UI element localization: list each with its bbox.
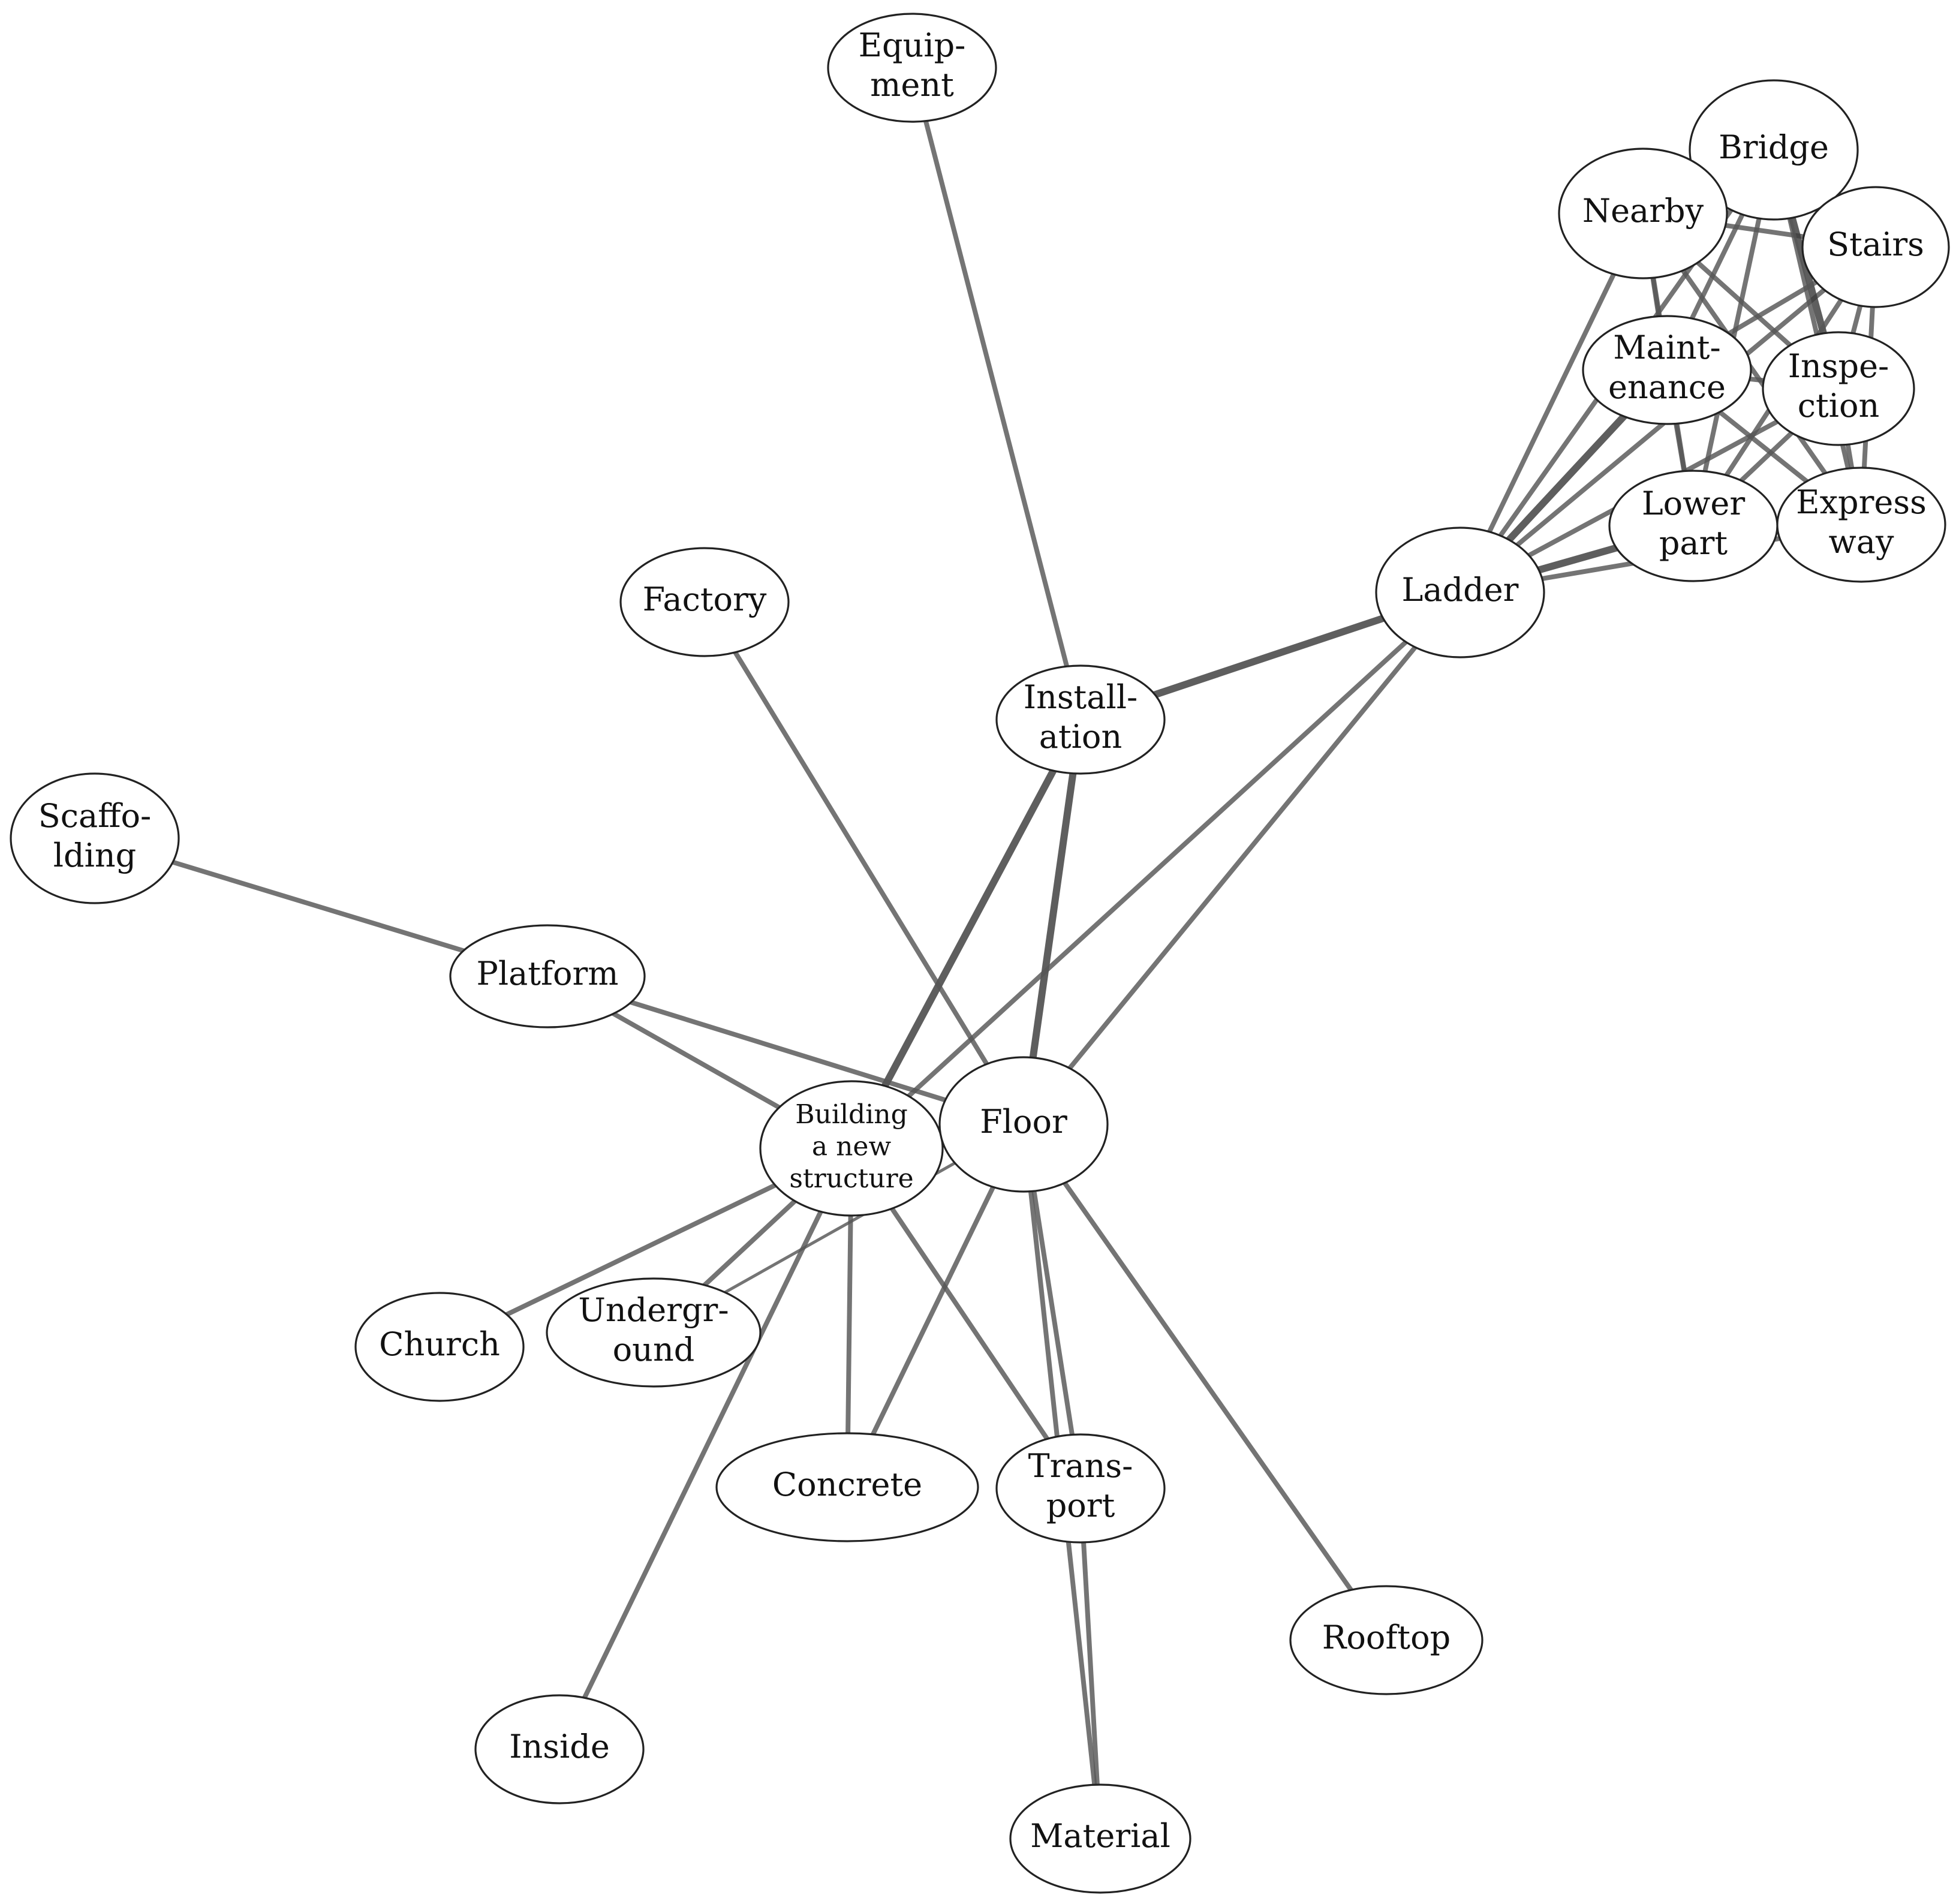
node-nearby: Nearby: [1558, 148, 1728, 279]
node-label-inside: Inside: [509, 1728, 610, 1765]
node-floor: Floor: [938, 1056, 1109, 1193]
node-ellipse-bridge: [1689, 79, 1859, 221]
node-label-inspection: Inspe-: [1788, 347, 1889, 385]
node-ellipse-nearby: [1558, 148, 1728, 279]
node-label-expressway: way: [1829, 523, 1894, 561]
node-label-transport: Trans-: [1028, 1447, 1133, 1485]
node-label-building: a new: [812, 1132, 892, 1162]
node-ellipse-inside: [474, 1694, 645, 1804]
node-underground: Undergr-ound: [546, 1277, 762, 1388]
node-label-expressway: Express: [1796, 483, 1927, 521]
node-label-scaffolding: Scaffo-: [38, 797, 152, 835]
node-label-lower_part: part: [1659, 524, 1728, 562]
node-equipment: Equip-ment: [827, 13, 997, 123]
node-ellipse-expressway: [1776, 467, 1946, 583]
node-ellipse-rooftop: [1289, 1585, 1483, 1695]
node-label-floor: Floor: [980, 1103, 1067, 1141]
node-label-platform: Platform: [476, 955, 618, 992]
node-maintenance: Maint-enance: [1582, 315, 1752, 425]
node-label-underground: ound: [613, 1331, 695, 1368]
node-church: Church: [354, 1292, 525, 1402]
node-label-church: Church: [379, 1325, 500, 1363]
node-factory: Factory: [619, 547, 790, 657]
node-ladder: Ladder: [1375, 527, 1545, 658]
node-platform: Platform: [449, 924, 646, 1028]
node-ellipse-underground: [546, 1277, 762, 1388]
node-label-ladder: Ladder: [1402, 571, 1519, 609]
node-label-bridge: Bridge: [1719, 128, 1829, 166]
node-label-lower_part: Lower: [1642, 485, 1746, 522]
node-label-stairs: Stairs: [1827, 225, 1924, 263]
edge-ladder-building: [849, 590, 1463, 1151]
node-label-factory: Factory: [643, 580, 767, 618]
node-ellipse-platform: [449, 924, 646, 1028]
node-label-transport: port: [1046, 1487, 1115, 1524]
node-stairs: Stairs: [1801, 186, 1950, 308]
node-ellipse-factory: [619, 547, 790, 657]
node-transport: Trans-port: [995, 1433, 1166, 1544]
node-label-scaffolding: lding: [53, 837, 136, 874]
edge-ladder-floor: [1021, 590, 1463, 1127]
node-label-underground: Undergr-: [578, 1291, 729, 1329]
node-label-maintenance: enance: [1608, 368, 1726, 406]
node-ellipse-building: [759, 1080, 944, 1217]
node-ellipse-concrete: [715, 1432, 979, 1542]
node-ellipse-inspection: [1762, 331, 1915, 446]
node-ellipse-equipment: [827, 13, 997, 123]
node-scaffolding: Scaffo-lding: [10, 772, 180, 904]
node-inspection: Inspe-ction: [1762, 331, 1915, 446]
node-label-building: structure: [789, 1163, 913, 1194]
node-label-nearby: Nearby: [1582, 192, 1704, 230]
edge-ladder-nearby: [1458, 211, 1645, 595]
node-label-equipment: Equip-: [859, 26, 966, 64]
edge-floor-rooftop: [1021, 1122, 1389, 1643]
node-ellipse-scaffolding: [10, 772, 180, 904]
node-label-maintenance: Maint-: [1613, 329, 1720, 366]
node-material: Material: [1009, 1783, 1191, 1894]
edge-factory-floor: [702, 600, 1026, 1127]
node-inside: Inside: [474, 1694, 645, 1804]
node-label-material: Material: [1030, 1817, 1170, 1855]
node-label-installation: ation: [1039, 718, 1122, 756]
node-label-concrete: Concrete: [772, 1466, 922, 1503]
node-label-equipment: ment: [870, 66, 954, 104]
node-ellipse-ladder: [1375, 527, 1545, 658]
node-ellipse-church: [354, 1292, 525, 1402]
node-label-rooftop: Rooftop: [1322, 1619, 1451, 1656]
node-ellipse-transport: [995, 1433, 1166, 1544]
node-ellipse-installation: [995, 664, 1166, 775]
node-ellipse-stairs: [1801, 186, 1950, 308]
node-ellipse-floor: [938, 1056, 1109, 1193]
nodes-layer: Equip-mentBridgeNearbyStairsMaint-enance…: [10, 13, 1950, 1894]
node-concrete: Concrete: [715, 1432, 979, 1542]
node-label-inspection: ction: [1798, 387, 1880, 425]
node-label-installation: Install-: [1024, 678, 1138, 716]
edge-equipment-installation: [910, 65, 1083, 722]
node-bridge: Bridge: [1689, 79, 1859, 221]
node-ellipse-material: [1009, 1783, 1191, 1894]
edge-transport-material: [1078, 1486, 1103, 1841]
node-label-building: Building: [795, 1099, 908, 1130]
node-installation: Install-ation: [995, 664, 1166, 775]
edge-installation-building: [848, 716, 1084, 1152]
edge-building-inside: [557, 1146, 854, 1752]
node-ellipse-maintenance: [1582, 315, 1752, 425]
node-rooftop: Rooftop: [1289, 1585, 1483, 1695]
